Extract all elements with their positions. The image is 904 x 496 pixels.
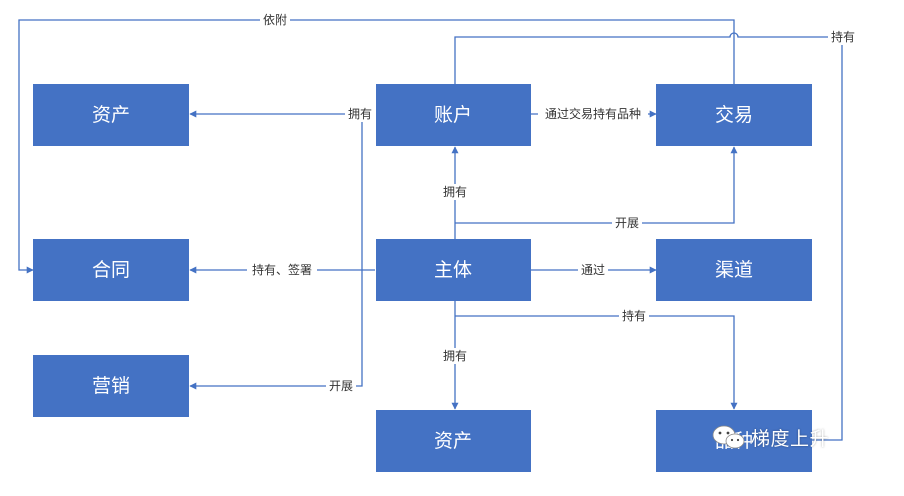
watermark-text: 梯度上升 bbox=[751, 427, 830, 450]
edge-trade-contract bbox=[18, 19, 735, 274]
node-asset-left-label: 资产 bbox=[92, 104, 130, 126]
node-marketing: 营销 bbox=[33, 355, 189, 417]
node-contract: 合同 bbox=[33, 239, 189, 301]
label-trade-via-account: 通过交易持有品种 bbox=[538, 106, 648, 122]
label-owns-asset-text: 拥有 bbox=[443, 349, 467, 363]
label-owns-account-asset: 拥有 bbox=[345, 106, 375, 122]
wechat-icon bbox=[712, 425, 745, 449]
node-subject: 主体 bbox=[376, 239, 531, 301]
label-depends-on-text: 依附 bbox=[263, 12, 287, 27]
label-holds-product-text: 持有 bbox=[622, 308, 646, 323]
edge-account-product bbox=[454, 32, 843, 441]
node-account: 账户 bbox=[376, 84, 531, 146]
label-via-channel-text: 通过 bbox=[581, 263, 605, 277]
label-owns-subject-account-text: 拥有 bbox=[443, 185, 467, 199]
label-via-channel: 通过 bbox=[578, 262, 608, 278]
node-account-label: 账户 bbox=[434, 104, 472, 126]
node-asset-left: 资产 bbox=[33, 84, 189, 146]
label-holds-top-text: 持有 bbox=[831, 29, 855, 44]
label-owns-account-asset-text: 拥有 bbox=[348, 107, 372, 121]
label-trade-via-account-text: 通过交易持有品种 bbox=[545, 106, 641, 121]
label-holds-top: 持有 bbox=[828, 29, 858, 45]
label-conducts-trade: 开展 bbox=[612, 215, 642, 231]
node-subject-label: 主体 bbox=[434, 259, 472, 281]
label-owns-subject-account: 拥有 bbox=[440, 184, 470, 200]
label-conducts-marketing-text: 开展 bbox=[329, 379, 353, 393]
edge-subject-trade bbox=[455, 146, 738, 224]
node-asset-bottom-label: 资产 bbox=[434, 430, 472, 452]
label-conducts-trade-text: 开展 bbox=[615, 216, 639, 230]
label-owns-asset: 拥有 bbox=[440, 348, 470, 364]
node-channel: 渠道 bbox=[656, 239, 812, 301]
label-holds-and-signs: 持有、签署 bbox=[247, 262, 317, 278]
label-conducts-marketing: 开展 bbox=[326, 378, 356, 394]
node-asset-bottom: 资产 bbox=[376, 410, 531, 472]
node-channel-label: 渠道 bbox=[715, 259, 753, 281]
label-holds-and-signs-text: 持有、签署 bbox=[252, 262, 312, 277]
edge-account-marketing bbox=[189, 114, 363, 390]
node-trade-label: 交易 bbox=[715, 104, 753, 126]
edge-subject-product bbox=[455, 315, 738, 410]
label-holds-product: 持有 bbox=[619, 308, 649, 324]
watermark: 梯度上升 bbox=[711, 424, 829, 450]
node-contract-label: 合同 bbox=[92, 259, 130, 281]
label-depends-on: 依附 bbox=[260, 12, 290, 28]
node-trade: 交易 bbox=[656, 84, 812, 146]
node-marketing-label: 营销 bbox=[92, 375, 130, 397]
